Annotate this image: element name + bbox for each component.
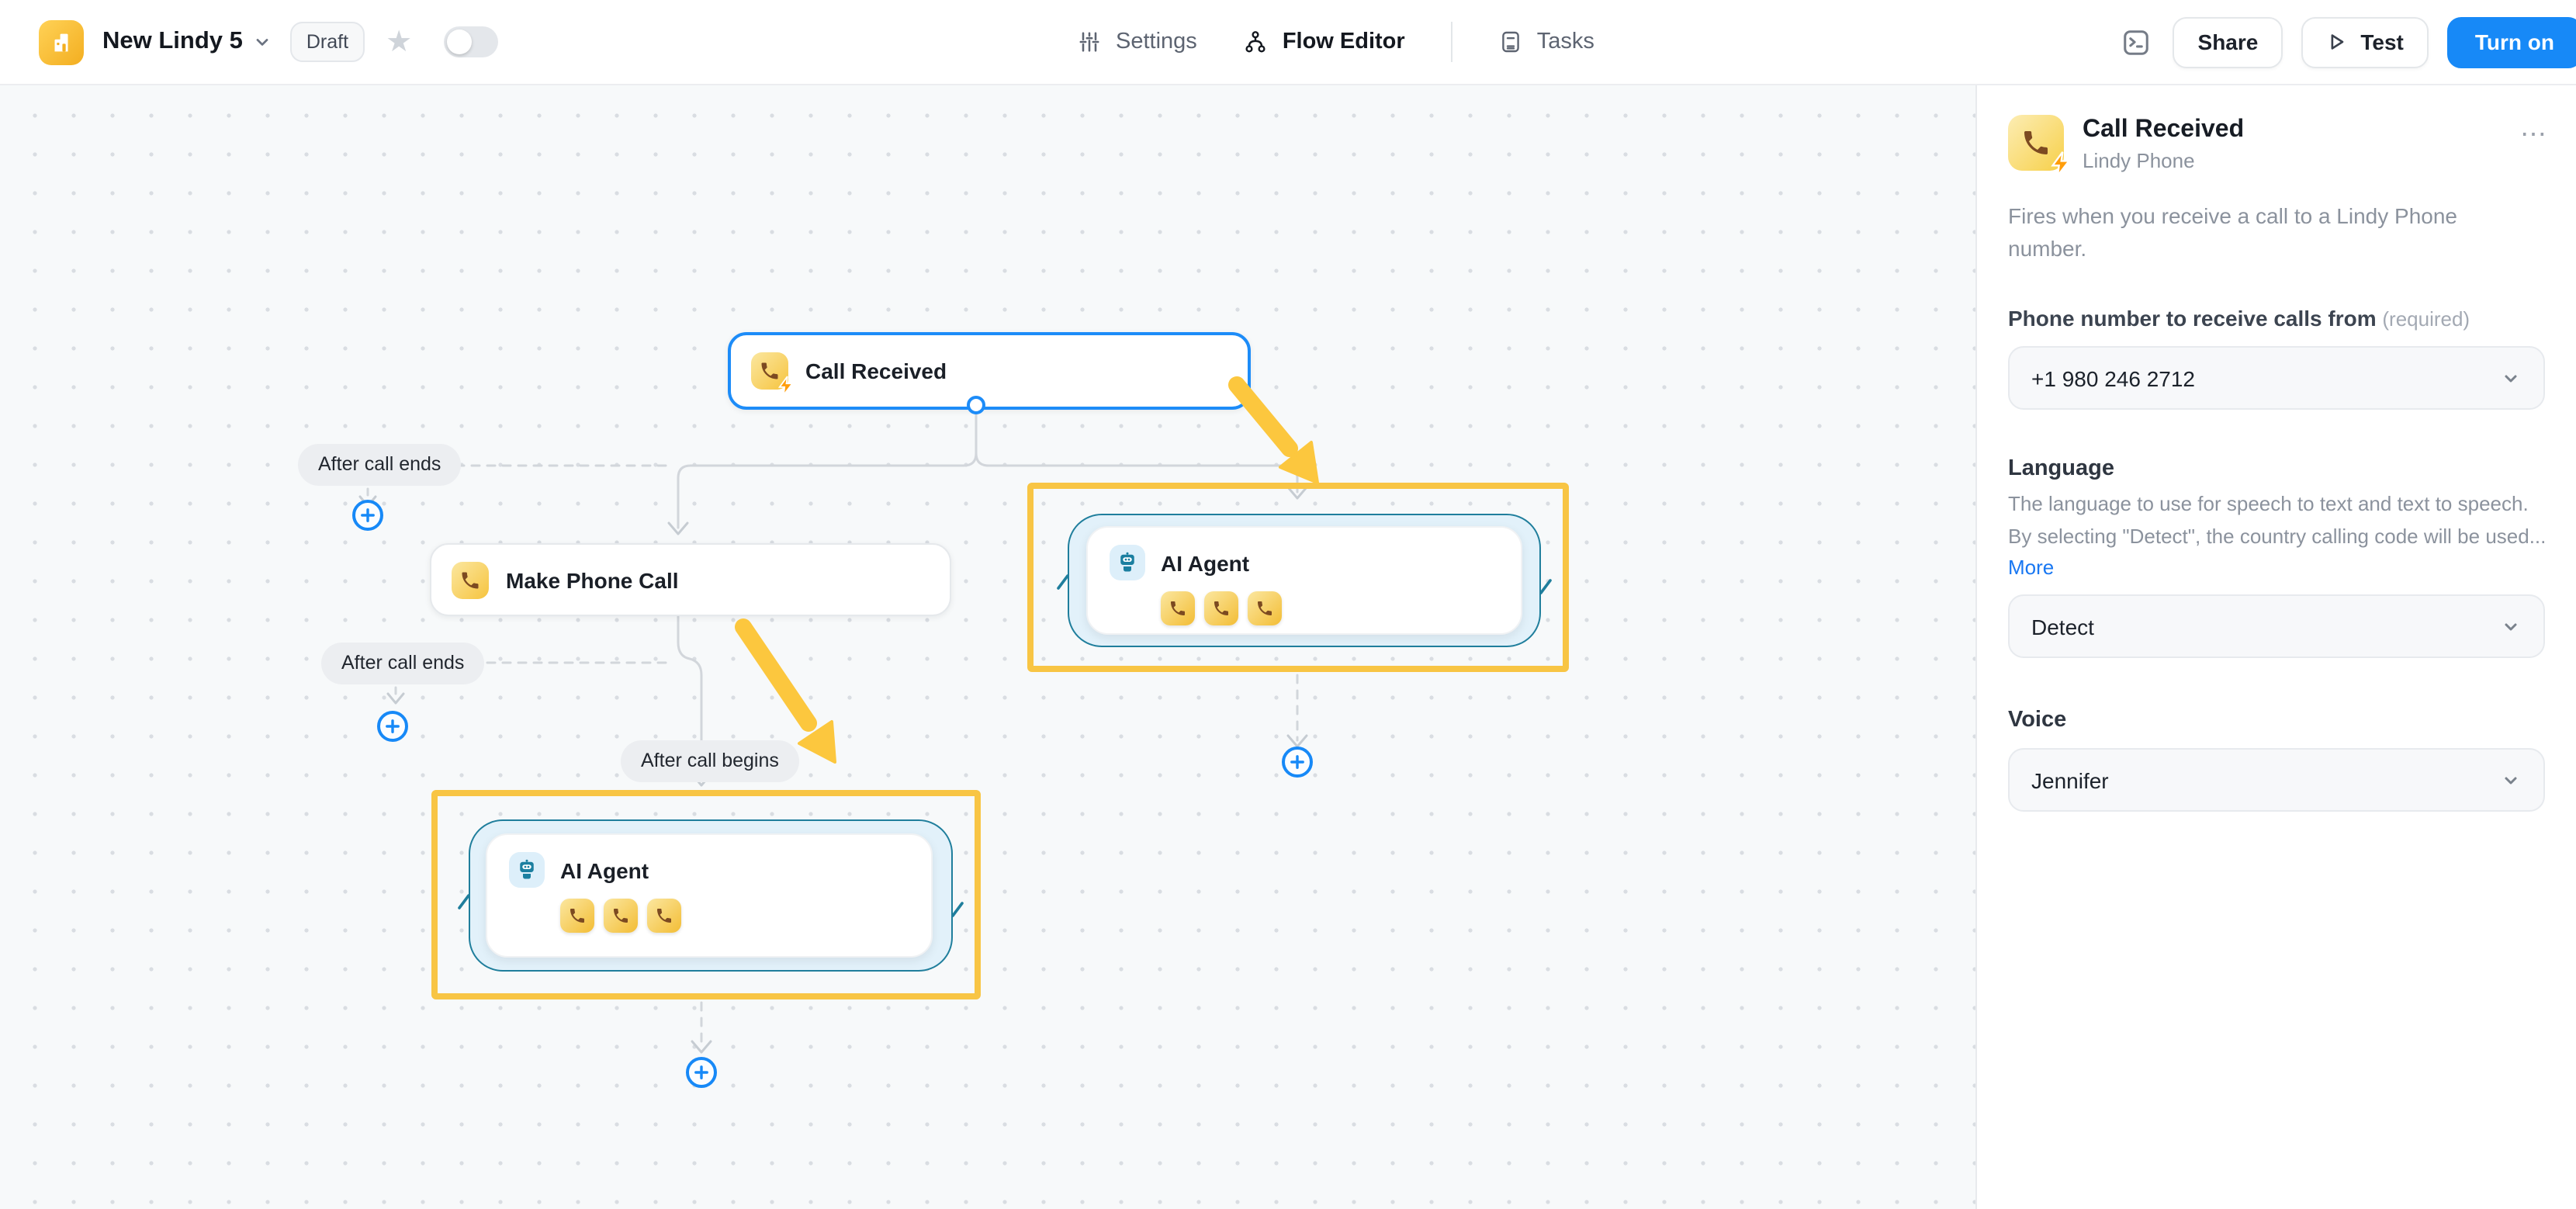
- node-call-received-label: Call Received: [805, 359, 947, 383]
- play-icon: [2331, 34, 2344, 50]
- phone-field-required: (required): [2382, 307, 2470, 331]
- terminal-icon: [2123, 29, 2148, 54]
- building-glyph: [54, 33, 68, 51]
- edge-label-after-call-ends-top: After call ends: [298, 444, 462, 486]
- output-connector[interactable]: [967, 396, 985, 414]
- sliders-icon: [1079, 32, 1099, 52]
- config-panel: Call Received Lindy Phone ⋯ Fires when y…: [1977, 84, 2576, 1209]
- tasks-icon: [1502, 31, 1520, 53]
- phone-number-value: +1 980 246 2712: [2031, 365, 2195, 391]
- plus-icon: [361, 508, 375, 522]
- phone-trigger-icon-large: [2008, 115, 2071, 177]
- turn-on-button-label: Turn on: [2474, 29, 2554, 54]
- phone-skill-icon[interactable]: [560, 899, 594, 933]
- status-badge: Draft: [290, 22, 365, 62]
- trigger-description: Fires when you receive a call to a Lindy…: [2008, 203, 2457, 262]
- main-nav: Settings Flow Editor: [1077, 0, 1594, 84]
- phone-skill-icon[interactable]: [604, 899, 638, 933]
- plus-icon: [386, 719, 400, 733]
- edge-label-after-call-begins: After call begins: [621, 740, 799, 782]
- test-button-label: Test: [2360, 29, 2404, 54]
- phone-field-label: Phone number to receive calls from (requ…: [2008, 306, 2545, 331]
- highlight-frame-bottom: [431, 790, 981, 999]
- workflow-title[interactable]: New Lindy 5: [102, 28, 272, 56]
- top-bar-left: New Lindy 5 Draft ★: [39, 0, 498, 84]
- top-bar-actions: Share Test Turn on: [2117, 0, 2576, 84]
- agent-head: AI Agent: [509, 852, 909, 888]
- voice-label: Voice: [2008, 708, 2067, 733]
- node-ai-agent-bottom[interactable]: AI Agent: [486, 833, 933, 958]
- language-select[interactable]: Detect: [2008, 594, 2545, 659]
- plus-icon: [1290, 755, 1304, 769]
- phone-skill-icon[interactable]: [1248, 591, 1282, 625]
- share-button-label: Share: [2197, 29, 2259, 54]
- edge-label-after-call-ends-bottom: After call ends: [321, 643, 485, 684]
- lightning-icon: [2051, 151, 2071, 177]
- tab-tasks-label: Tasks: [1536, 29, 1594, 54]
- tab-tasks[interactable]: Tasks: [1500, 29, 1594, 54]
- phone-field-label-text: Phone number to receive calls from: [2008, 306, 2377, 331]
- language-description-line1: The language to use for speech to text a…: [2008, 492, 2529, 516]
- tab-flow-editor-label: Flow Editor: [1282, 29, 1405, 54]
- phone-action-icon: [452, 561, 489, 598]
- agent-head: AI Agent: [1110, 545, 1499, 580]
- add-step-button-4[interactable]: [686, 1057, 717, 1088]
- flow-canvas[interactable]: Call Received Make Phone Call After call…: [0, 84, 1977, 1209]
- flow-icon: [1246, 31, 1266, 53]
- workflow-title-text: New Lindy 5: [102, 28, 243, 54]
- phone-skill-icon[interactable]: [647, 899, 681, 933]
- panel-subtitle: Lindy Phone: [2083, 149, 2195, 173]
- node-ai-agent-right[interactable]: AI Agent: [1086, 526, 1522, 635]
- flow-edges: [358, 413, 1552, 1054]
- console-button[interactable]: [2117, 23, 2155, 61]
- add-step-button-3[interactable]: [1282, 747, 1313, 778]
- robot-icon: [1110, 545, 1145, 580]
- top-bar: New Lindy 5 Draft ★ Sett: [0, 0, 2576, 85]
- enable-toggle[interactable]: [443, 26, 498, 57]
- toggle-knob: [446, 29, 472, 54]
- phone-number-select[interactable]: +1 980 246 2712: [2008, 346, 2545, 411]
- tab-settings-label: Settings: [1116, 29, 1197, 54]
- phone-trigger-icon: [751, 352, 795, 396]
- chevron-down-icon: [2505, 622, 2517, 630]
- language-value: Detect: [2031, 614, 2094, 639]
- nav-divider: [1451, 22, 1453, 62]
- node-make-phone-call-label: Make Phone Call: [506, 567, 679, 592]
- turn-on-button[interactable]: Turn on: [2446, 16, 2576, 68]
- add-step-button-2[interactable]: [377, 711, 408, 742]
- tab-flow-editor[interactable]: Flow Editor: [1244, 29, 1405, 54]
- node-ai-agent-bottom-label: AI Agent: [560, 857, 649, 882]
- panel-title: Call Received: [2083, 116, 2245, 143]
- overflow-menu-icon[interactable]: ⋯: [2520, 120, 2548, 149]
- agent-skills: [560, 899, 909, 933]
- add-step-button-1[interactable]: [352, 500, 383, 531]
- panel-header: Call Received Lindy Phone ⋯: [2008, 115, 2548, 177]
- test-button[interactable]: Test: [2301, 16, 2429, 68]
- chevron-down-icon: [257, 39, 269, 46]
- voice-value: Jennifer: [2031, 767, 2109, 793]
- phone-skill-icon[interactable]: [1161, 591, 1195, 625]
- lindy-logo-icon[interactable]: [39, 19, 84, 64]
- share-button[interactable]: Share: [2173, 16, 2283, 68]
- robot-icon: [509, 852, 545, 888]
- plus-icon: [694, 1065, 708, 1079]
- favorite-star-icon[interactable]: ★: [386, 26, 413, 58]
- language-label: Language: [2008, 456, 2114, 482]
- language-description-line2: By selecting "Detect", the country calli…: [2008, 524, 2545, 548]
- chevron-down-icon: [2505, 776, 2517, 784]
- phone-skill-icon[interactable]: [1204, 591, 1238, 625]
- highlight-frame-right: [1027, 483, 1569, 672]
- tab-settings[interactable]: Settings: [1077, 29, 1197, 54]
- agent-skills: [1161, 591, 1499, 625]
- lightning-icon: [777, 376, 795, 396]
- chevron-down-icon: [2505, 374, 2517, 382]
- voice-select[interactable]: Jennifer: [2008, 748, 2545, 812]
- more-link[interactable]: More: [2008, 556, 2055, 580]
- node-ai-agent-right-label: AI Agent: [1161, 550, 1250, 575]
- node-call-received[interactable]: Call Received: [728, 332, 1251, 410]
- panel-title-block: Call Received Lindy Phone: [2083, 115, 2244, 172]
- node-make-phone-call[interactable]: Make Phone Call: [430, 543, 951, 616]
